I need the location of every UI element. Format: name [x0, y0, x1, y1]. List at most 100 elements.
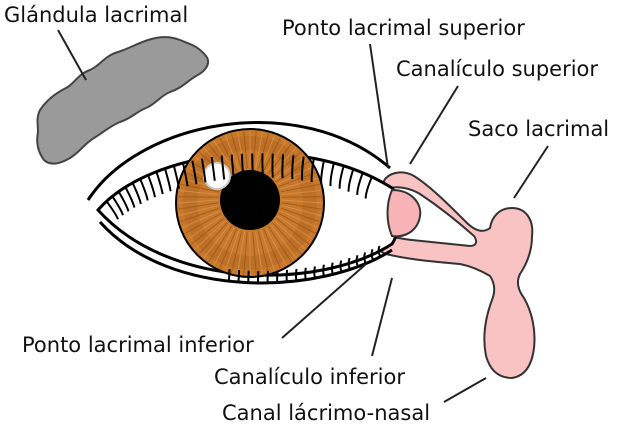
iris-fiber [281, 202, 322, 210]
label-canaliculo-inferior: Canalículo inferior [214, 365, 405, 389]
iris-fiber [230, 133, 243, 170]
leader-ponto-inferior [281, 263, 367, 339]
iris-fiber [252, 131, 257, 169]
iris-fiber [243, 131, 248, 169]
iris-fiber [278, 172, 316, 187]
eyelash [338, 165, 345, 189]
iris-fiber [208, 225, 233, 263]
iris-fiber [255, 132, 263, 169]
iris-fiber [190, 217, 225, 245]
lower-eyelid [98, 220, 393, 285]
lacrimal-gland [36, 36, 210, 165]
iris-fiber [182, 210, 221, 229]
upper-eyelashes [105, 153, 373, 220]
leader-canaliculo-superior [409, 85, 459, 165]
iris-fiber [224, 229, 240, 271]
iris-fiber [179, 189, 219, 195]
iris-fiber [178, 202, 219, 210]
iris-fiber [180, 207, 220, 223]
iris-fiber [272, 222, 302, 255]
iris-fiber [178, 205, 219, 216]
eyelash [147, 174, 156, 198]
eyelash [105, 200, 119, 220]
eyelash [355, 255, 359, 268]
eyelash [220, 155, 226, 180]
iris-fiber [265, 227, 287, 266]
eyelash [227, 269, 231, 282]
eyelash [291, 155, 295, 180]
iris-fiber [272, 151, 302, 178]
leader-canaliculo-inferior [371, 277, 393, 357]
eyelash [139, 178, 149, 201]
iris-fiber [274, 156, 306, 180]
leader-glandula [57, 29, 87, 81]
label-saco-lacrimal: Saco lacrimal [468, 117, 609, 141]
lower-eyelashes [227, 245, 382, 283]
eyelash [347, 168, 355, 192]
iris-fiber [198, 222, 228, 255]
leader-ponto-superior [369, 43, 389, 169]
pupil [220, 170, 280, 230]
eyelash [339, 260, 343, 273]
iris-fiber [277, 166, 313, 185]
iris-fiber [279, 210, 318, 229]
eyelash [364, 176, 373, 199]
label-ponto-lacrimal-inferior: Ponto lacrimal inferior [22, 333, 254, 357]
eyelash [363, 252, 367, 264]
iris-fiber [187, 215, 223, 240]
eyelash [163, 168, 172, 192]
iris-fiber [270, 224, 297, 259]
lacrimal-duct-system [373, 171, 536, 379]
leader-saco [513, 145, 549, 199]
iris-fiber [194, 220, 226, 250]
iris-fiber [280, 183, 320, 193]
eyelash [111, 195, 124, 216]
eyelash [251, 153, 255, 178]
iris-fiber [265, 140, 287, 173]
iris-fiber [219, 228, 237, 269]
eyelash [347, 257, 351, 270]
iris-fiber [237, 231, 245, 274]
iris-fiber [213, 140, 235, 173]
label-ponto-lacrimal-superior: Ponto lacrimal superior [282, 16, 525, 40]
iris-fiber [252, 231, 257, 275]
iris-fiber [277, 215, 313, 240]
iris-fiber [219, 137, 237, 172]
iris-fiber [281, 205, 322, 216]
eyelash [191, 160, 198, 185]
label-canal-lacrimo-nasal: Canal lácrimo-nasal [222, 401, 430, 425]
eyelash [356, 172, 364, 195]
eyelash [240, 153, 245, 178]
eyelash [322, 264, 326, 277]
eyelash [294, 268, 298, 282]
eyelash [320, 160, 325, 184]
leader-canal-nasal [443, 377, 487, 403]
eyelash [247, 270, 250, 283]
eyelash [310, 158, 315, 183]
eye-highlight [203, 162, 231, 190]
iris-fibers [177, 131, 323, 275]
iris-fiber [280, 207, 320, 223]
iris-fiber [267, 225, 292, 263]
iris-fiber [243, 231, 248, 275]
lacrimal-caruncle [386, 188, 422, 238]
label-canaliculo-superior: Canalículo superior [396, 57, 598, 81]
eyelash [237, 270, 241, 283]
label-glandula-lacrimal: Glándula lacrimal [4, 3, 188, 27]
iris-fiber [257, 133, 270, 170]
iris-fiber [260, 229, 276, 271]
iris-fiber [230, 230, 243, 273]
iris-fiber [203, 224, 230, 259]
eyelash [313, 266, 316, 279]
iris-fiber [263, 228, 281, 269]
eyelash [330, 262, 334, 275]
iris-fiber [177, 199, 219, 204]
iris-fiber [278, 213, 316, 234]
eyelash [155, 171, 164, 195]
eyelash [300, 156, 305, 181]
eyelash [304, 267, 307, 280]
iris-fiber [281, 189, 321, 195]
eyelash [377, 245, 382, 258]
eyelash [172, 165, 180, 189]
